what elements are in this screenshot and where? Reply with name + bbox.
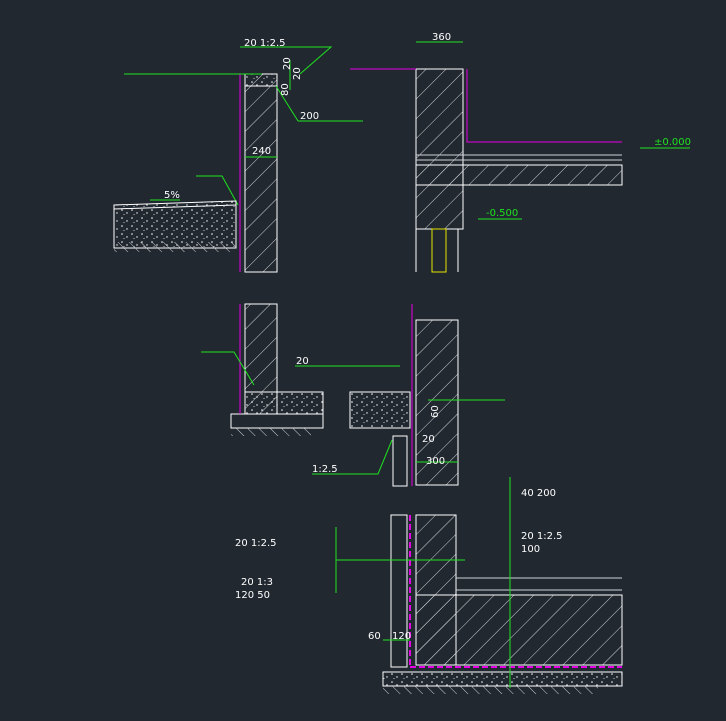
- detail-top-right: 360 ±0.000 -0.500: [350, 32, 691, 273]
- label-left-20-125: 20 1:2.5: [235, 538, 277, 549]
- compacted-earth: [114, 242, 236, 252]
- detail-bottom: 40 200 20 1:2.5 100 20 1:2.5 20 1:3 120 …: [235, 477, 623, 694]
- label-dim-200: 200: [300, 111, 319, 122]
- brick-wall: [244, 73, 278, 273]
- label-level-zero: ±0.000: [654, 137, 691, 148]
- footing: [244, 391, 324, 415]
- base-slab: [415, 594, 623, 666]
- label-level-minus: -0.500: [486, 208, 518, 219]
- label-slope: 5%: [164, 190, 180, 201]
- label-mid-ratio: 1:2.5: [312, 464, 338, 475]
- label-dim-360: 360: [432, 32, 451, 43]
- label-dim-240: 240: [252, 146, 271, 157]
- label-dim-60: 60: [368, 631, 381, 642]
- detail-middle: 20 60 20 300 1:2.5: [201, 303, 505, 487]
- label-mid-300: 300: [426, 456, 445, 467]
- label-left-120-50: 120 50: [235, 590, 270, 601]
- leader-line: [312, 439, 393, 475]
- leader-line: [196, 175, 239, 206]
- footing: [349, 391, 411, 429]
- waterproof-line: [466, 69, 622, 143]
- label-dim-80: 80: [280, 83, 291, 96]
- leader-line: [275, 85, 299, 122]
- compacted-earth: [231, 428, 311, 436]
- label-bot-100: 100: [521, 544, 540, 555]
- floor-slab: [415, 164, 623, 186]
- label-dim-20b: 20: [292, 67, 303, 80]
- wall-coping: [244, 73, 278, 87]
- label-bot-20-125: 20 1:2.5: [521, 531, 563, 542]
- protection-wall: [390, 514, 408, 668]
- label-top-mortar: 20 1:2.5: [244, 38, 286, 49]
- label-mid-20: 20: [296, 356, 309, 367]
- label-left-20-13: 20 1:3: [241, 577, 273, 588]
- label-dim-120: 120: [392, 631, 411, 642]
- label-mid-20b: 20: [422, 434, 435, 445]
- cushion: [382, 671, 623, 687]
- label-bot-40-200: 40 200: [521, 488, 556, 499]
- protection-wall: [392, 435, 408, 487]
- label-dim-20: 20: [282, 57, 293, 70]
- compacted-earth: [383, 686, 598, 694]
- rebar-column: [431, 228, 447, 273]
- label-mid-60: 60: [430, 405, 441, 418]
- wall-section: [415, 319, 459, 486]
- cushion: [230, 413, 324, 429]
- apron-layer: [113, 204, 237, 210]
- detail-top-left: 20 1:2.5 20 20 80 200 240 5%: [113, 38, 363, 273]
- leader-line: [240, 46, 333, 75]
- leader-line: [201, 351, 255, 386]
- wall-section: [415, 68, 464, 230]
